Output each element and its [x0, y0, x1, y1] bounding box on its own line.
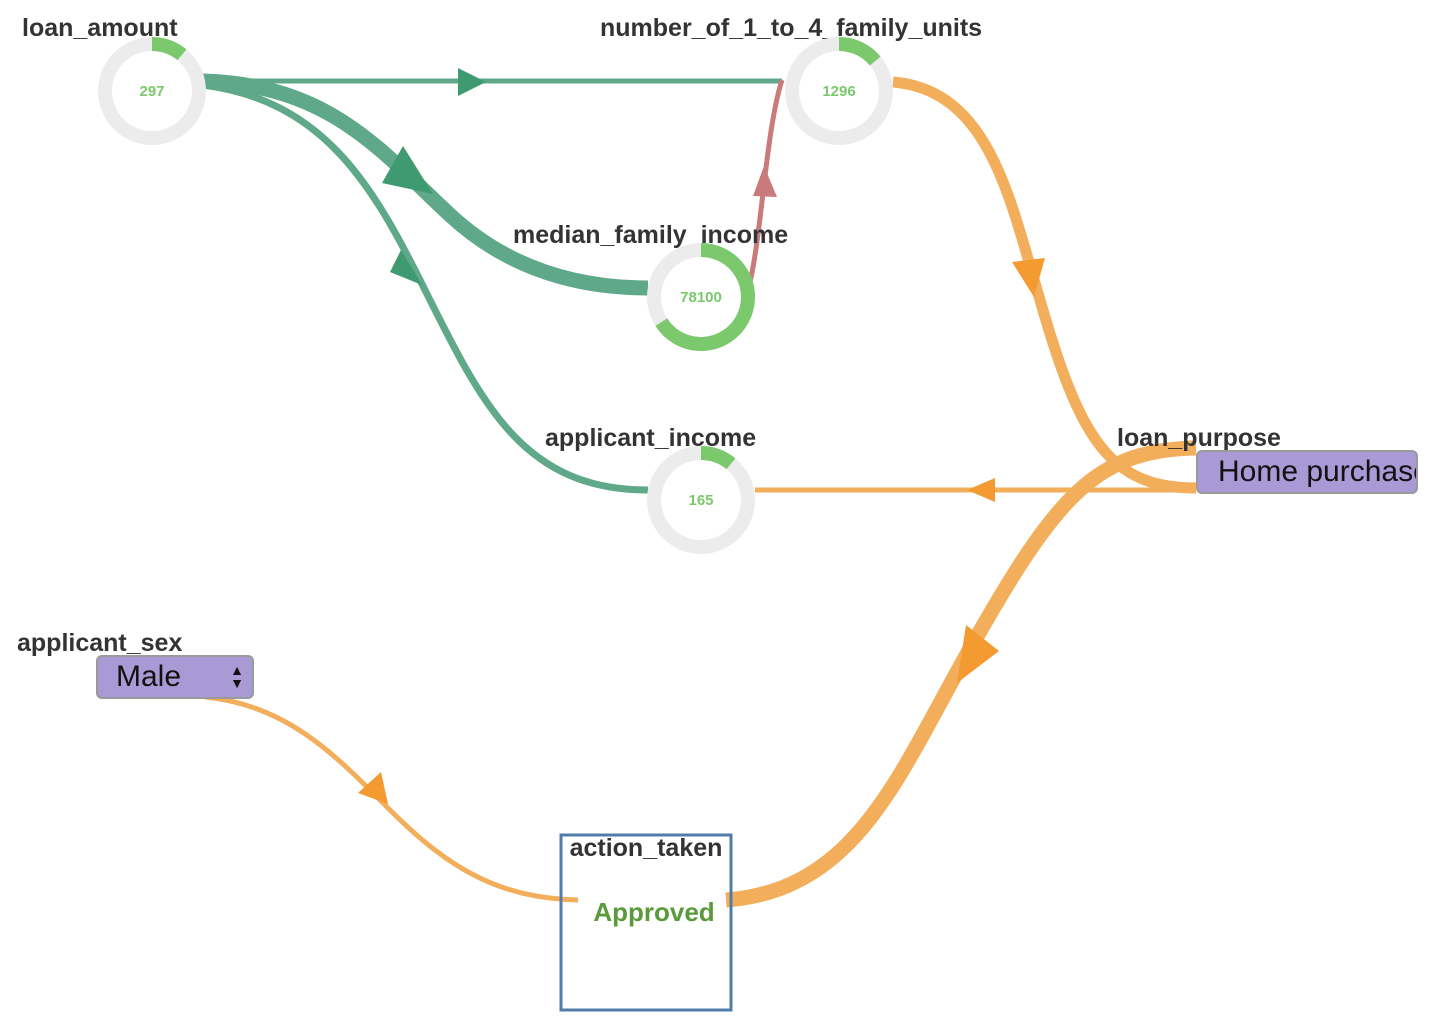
node-title: action_taken	[570, 834, 723, 862]
outcome-label: Approved	[593, 897, 714, 927]
gauge-fill	[700, 446, 736, 470]
edge-loan-amount-to-median-income[interactable]	[202, 73, 649, 296]
gauge-fill	[655, 243, 755, 351]
node-number-of-units[interactable]: number_of_1_to_4_family_units 1296	[600, 14, 982, 145]
node-title: median_family_income	[513, 221, 788, 249]
gauge-fill	[838, 37, 881, 66]
node-loan-amount[interactable]: loan_amount 297	[22, 14, 206, 145]
edge-arrow-icon	[957, 625, 999, 683]
gauge-value: 165	[688, 492, 713, 509]
edge-arrow-icon	[390, 250, 422, 285]
edge-arrow-icon	[1012, 258, 1045, 297]
edge-arrow-icon	[753, 166, 777, 197]
edge-arrow-icon	[458, 68, 486, 96]
node-median-family-income[interactable]: median_family_income 78100	[513, 221, 788, 351]
gauge-value: 78100	[680, 289, 722, 306]
edge-units-to-loan-purpose[interactable]	[892, 76, 1197, 494]
action-taken-box	[559, 833, 733, 1012]
gauge-fill	[151, 37, 187, 61]
edge-arrow-icon	[358, 772, 388, 804]
up-down-arrows-icon: ▲▼	[230, 662, 244, 691]
node-title-applicant-sex: applicant_sex	[17, 629, 182, 657]
edge-loan-amount-to-applicant-income[interactable]	[202, 81, 649, 494]
edges	[202, 68, 1197, 908]
node-title: number_of_1_to_4_family_units	[600, 14, 982, 42]
node-applicant-income[interactable]: applicant_income 165	[545, 424, 756, 554]
edge-applicant-sex-to-action-taken[interactable]	[204, 694, 579, 903]
edge-arrow-icon	[382, 146, 433, 194]
node-title: applicant_income	[545, 424, 756, 452]
node-title-loan-purpose: loan_purpose	[1117, 424, 1281, 452]
loan-purpose-selected: Home purchase	[1218, 455, 1418, 488]
gauge-value: 1296	[822, 83, 855, 100]
gauge-value: 297	[139, 83, 164, 100]
loan-purpose-select[interactable]: Home purchase	[1196, 450, 1418, 494]
edge-arrow-icon	[967, 478, 995, 502]
applicant-sex-select[interactable]: Male ▲▼	[96, 655, 254, 699]
applicant-sex-selected: Male	[116, 660, 182, 693]
node-action-taken[interactable]: action_taken Approved	[559, 833, 733, 1012]
